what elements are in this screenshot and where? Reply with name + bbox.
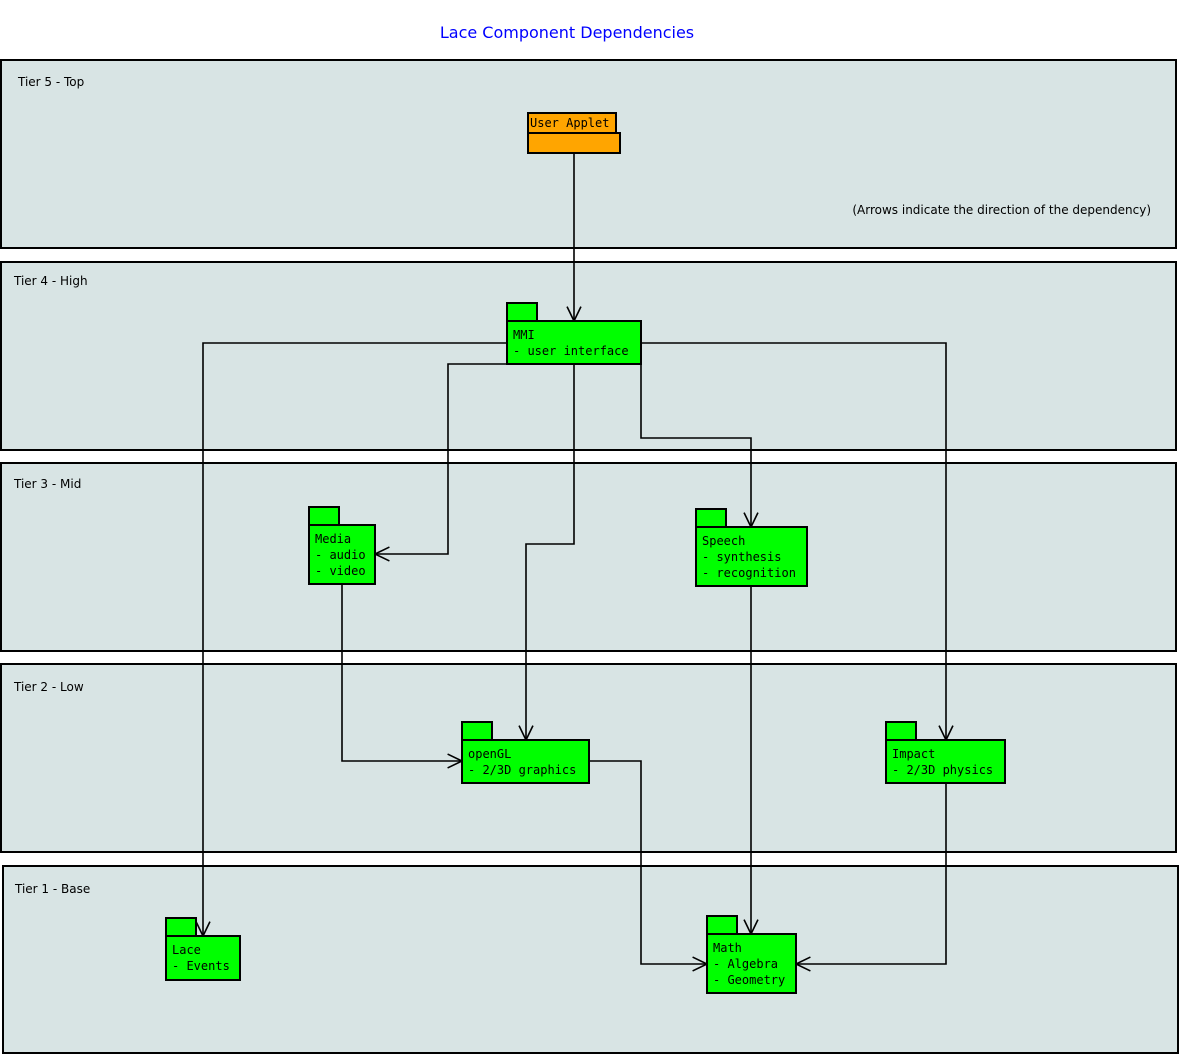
package-body bbox=[706, 933, 797, 994]
component-label: - user interface bbox=[513, 344, 629, 358]
tier-t4: Tier 4 - High bbox=[0, 261, 1177, 451]
dependency-line bbox=[202, 342, 507, 936]
component-media[interactable]: Media - audio - video bbox=[308, 506, 376, 585]
component-label: Impact bbox=[892, 747, 935, 761]
component-label: Math bbox=[713, 941, 742, 955]
component-impact[interactable]: Impact - 2/3D physics bbox=[885, 721, 1006, 784]
package-tab bbox=[461, 721, 493, 741]
package-tab bbox=[308, 506, 340, 526]
legend-note: (Arrows indicate the direction of the de… bbox=[852, 203, 1151, 217]
package-body bbox=[506, 320, 642, 365]
dependency-line bbox=[589, 760, 707, 965]
component-label: Media bbox=[315, 532, 351, 546]
package-body bbox=[695, 526, 808, 587]
component-label: - recognition bbox=[702, 566, 796, 580]
component-label: openGL bbox=[468, 747, 511, 761]
tier-label: Tier 5 - Top bbox=[17, 75, 84, 89]
tier-band bbox=[0, 462, 1177, 652]
dependency-line bbox=[640, 364, 752, 527]
tier-band bbox=[2, 865, 1179, 1054]
component-opengl[interactable]: openGL - 2/3D graphics bbox=[461, 721, 590, 784]
tier-band bbox=[0, 261, 1177, 451]
component-label: - Events bbox=[172, 959, 230, 973]
component-label: Lace bbox=[172, 943, 201, 957]
component-label: - Geometry bbox=[713, 973, 785, 987]
dependency-line bbox=[375, 363, 507, 555]
component-mmi[interactable]: MMI - user interface bbox=[506, 302, 642, 365]
diagram-title: Lace Component Dependencies bbox=[440, 23, 694, 42]
dependency-line bbox=[796, 783, 947, 965]
component-label: - video bbox=[315, 564, 366, 578]
package-tab bbox=[885, 721, 917, 741]
tier-label: Tier 3 - Mid bbox=[13, 477, 81, 491]
component-math[interactable]: Math - Algebra - Geometry bbox=[706, 915, 797, 994]
component-label: Speech bbox=[702, 534, 745, 548]
dependency-line bbox=[641, 342, 947, 740]
package-tab bbox=[506, 302, 538, 322]
tier-t3: Tier 3 - Mid bbox=[0, 462, 1177, 652]
component-speech[interactable]: Speech - synthesis - recognition bbox=[695, 508, 808, 587]
package-body bbox=[308, 524, 376, 585]
tier-label: Tier 1 - Base bbox=[14, 882, 90, 896]
package-body bbox=[165, 935, 241, 981]
package-body bbox=[885, 739, 1006, 784]
package-body bbox=[527, 132, 621, 154]
package-tab bbox=[706, 915, 738, 935]
component-label: User Applet bbox=[530, 116, 609, 130]
tier-t1: Tier 1 - Base bbox=[2, 865, 1179, 1054]
component-label: - 2/3D graphics bbox=[468, 763, 576, 777]
component-label: - 2/3D physics bbox=[892, 763, 993, 777]
package-tab bbox=[165, 917, 197, 937]
component-applet[interactable]: User Applet bbox=[527, 112, 621, 154]
dependency-line bbox=[525, 364, 575, 740]
tier-label: Tier 4 - High bbox=[13, 274, 88, 288]
component-label: - synthesis bbox=[702, 550, 781, 564]
package-body bbox=[461, 739, 590, 784]
dependency-line bbox=[341, 584, 462, 762]
tier-label: Tier 2 - Low bbox=[13, 680, 84, 694]
component-label: - Algebra bbox=[713, 957, 778, 971]
component-label: MMI bbox=[513, 328, 535, 342]
component-lace[interactable]: Lace - Events bbox=[165, 917, 241, 981]
component-label: - audio bbox=[315, 548, 366, 562]
package-tab bbox=[695, 508, 727, 528]
